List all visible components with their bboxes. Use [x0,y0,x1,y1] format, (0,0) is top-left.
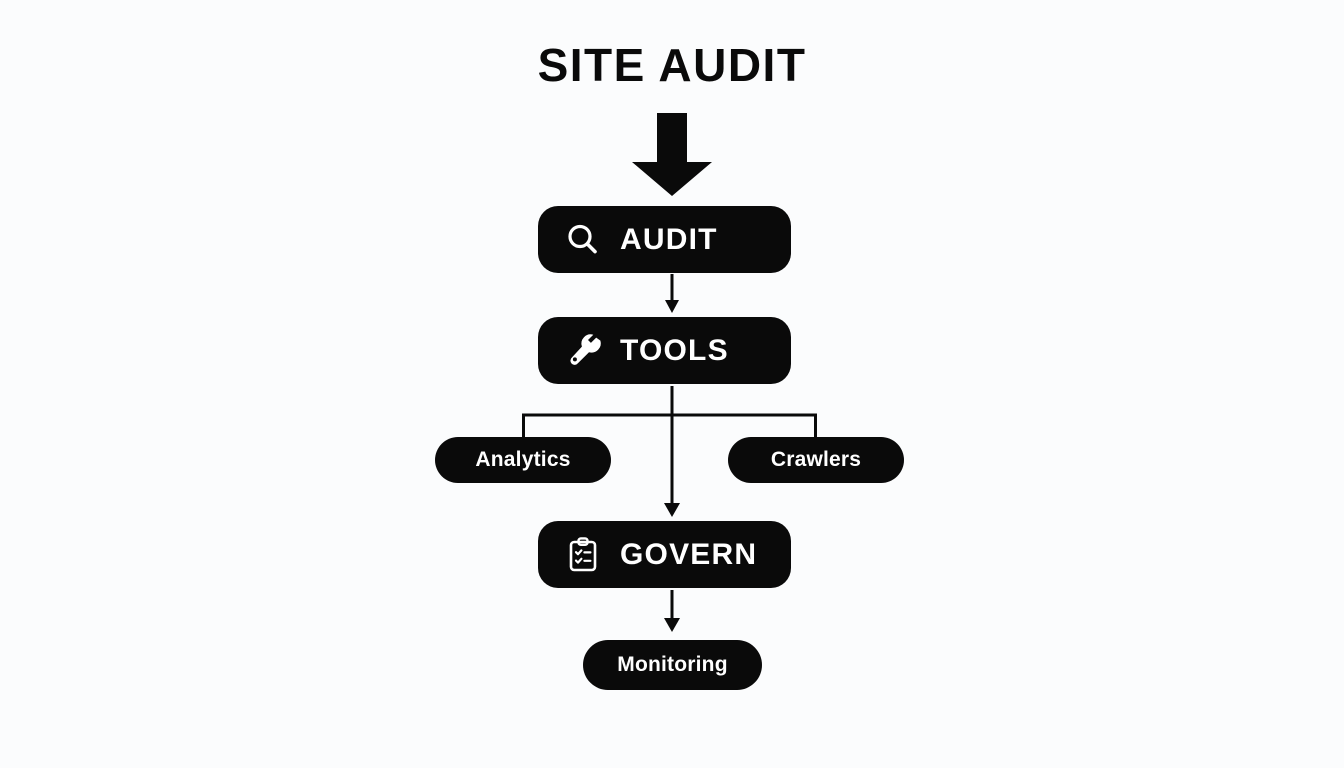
node-tools-label: TOOLS [620,333,729,367]
node-analytics[interactable]: Analytics [435,437,611,483]
connector-audit-to-tools [665,274,679,313]
clipboard-checklist-icon [560,532,606,578]
node-monitoring-label: Monitoring [617,653,728,676]
wrench-icon [560,328,606,374]
node-audit-label: AUDIT [620,222,718,256]
node-tools[interactable]: TOOLS [538,317,791,384]
connector-title-to-audit [632,113,712,196]
node-analytics-label: Analytics [475,448,571,471]
connector-govern-to-monitoring [664,590,680,632]
node-govern-label: GOVERN [620,537,758,571]
node-monitoring[interactable]: Monitoring [583,640,762,690]
connector-tools-branches [522,386,817,517]
node-crawlers-label: Crawlers [770,448,862,471]
node-govern[interactable]: GOVERN [538,521,791,588]
magnifier-icon [560,217,606,263]
page-title: SITE AUDIT [537,39,807,91]
node-crawlers[interactable]: Crawlers [728,437,904,483]
node-audit[interactable]: AUDIT [538,206,791,273]
